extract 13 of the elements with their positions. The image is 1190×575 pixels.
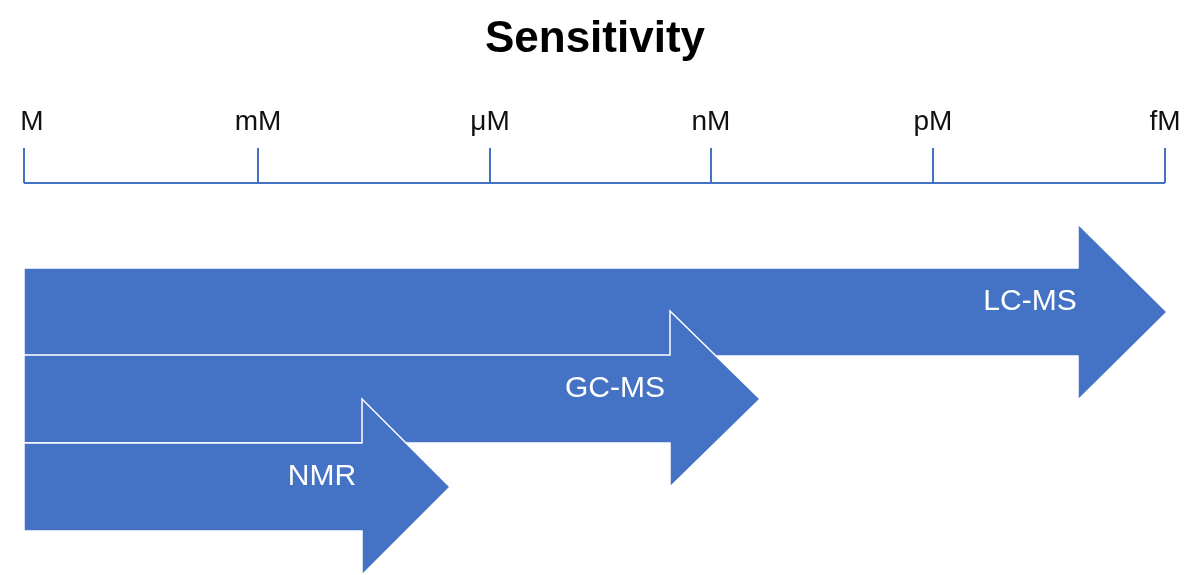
block-arrow [24, 399, 450, 575]
scale-label: M [20, 105, 44, 137]
scale-label: fM [1149, 105, 1181, 137]
scale-label: pM [913, 105, 953, 137]
arrow-label: LC-MS [983, 283, 1077, 317]
scale-label: μM [470, 105, 510, 137]
block-arrow [24, 224, 1167, 400]
arrow-label: NMR [287, 458, 357, 492]
title: Sensitivity [483, 12, 707, 62]
block-arrow [24, 311, 760, 487]
scale-label: nM [691, 105, 731, 137]
arrow-label: GC-MS [565, 370, 665, 404]
scale-label: mM [234, 105, 282, 137]
